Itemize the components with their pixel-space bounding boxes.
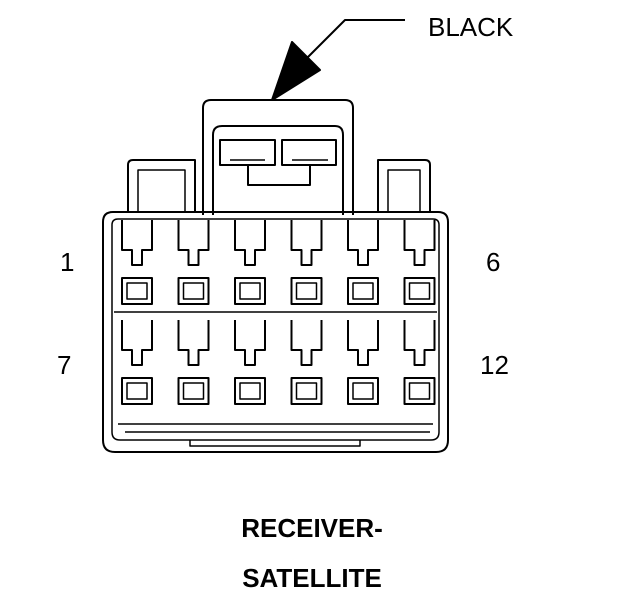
pin-cavity-3	[234, 277, 266, 305]
pin-cavity-inner-8	[182, 382, 205, 400]
pin-cavity-8	[177, 377, 210, 405]
side-latches	[127, 159, 431, 212]
wire-color-label: BLACK	[428, 12, 514, 42]
pin-label-6: 6	[486, 247, 501, 277]
pin-cavity-inner-9	[239, 382, 261, 400]
locking-tab	[202, 99, 354, 215]
pin-cavity-9	[234, 377, 266, 405]
pin-cavity-12	[403, 377, 436, 405]
pin-cavity-inner-12	[408, 382, 431, 400]
pin-cavity-inner-7	[126, 382, 148, 400]
pin-cavity-inner-4	[295, 282, 318, 300]
connector-title-line1: RECEIVER-	[241, 513, 383, 543]
terminal-slot-9	[234, 320, 266, 366]
terminal-slot-11	[347, 320, 379, 366]
connector-title-line2: SATELLITE	[242, 563, 382, 593]
pin-cavity-inner-6	[408, 282, 431, 300]
pin-cavity-inner-1	[126, 282, 148, 300]
pin-cavity-2	[177, 277, 210, 305]
terminal-slot-8	[177, 320, 210, 366]
pin-label-12: 12	[480, 350, 509, 380]
pin-label-1: 1	[60, 247, 75, 277]
terminal-slot-2	[177, 220, 210, 266]
pin-cavity-4	[290, 277, 323, 305]
terminal-slot-1	[121, 220, 153, 266]
pin-cavity-10	[290, 377, 323, 405]
pin-cavity-inner-2	[182, 282, 205, 300]
terminal-slot-4	[290, 220, 323, 266]
pin-label-7: 7	[57, 350, 72, 380]
pin-cavity-inner-11	[352, 382, 374, 400]
terminal-slot-7	[121, 320, 153, 366]
pin-cavity-5	[347, 277, 379, 305]
pin-cavity-11	[347, 377, 379, 405]
pin-cavity-7	[121, 377, 153, 405]
terminal-slot-3	[234, 220, 266, 266]
pin-cavity-inner-10	[295, 382, 318, 400]
pin-cavity-inner-3	[239, 282, 261, 300]
pin-cavities	[114, 220, 437, 405]
pin-cavity-6	[403, 277, 436, 305]
connector-body	[102, 211, 449, 453]
terminal-slot-5	[347, 220, 379, 266]
terminal-slot-10	[290, 320, 323, 366]
terminal-slot-6	[403, 220, 436, 266]
pin-cavity-1	[121, 277, 153, 305]
terminal-slot-12	[403, 320, 436, 366]
color-leader-arrow	[271, 19, 405, 101]
pin-cavity-inner-5	[352, 282, 374, 300]
